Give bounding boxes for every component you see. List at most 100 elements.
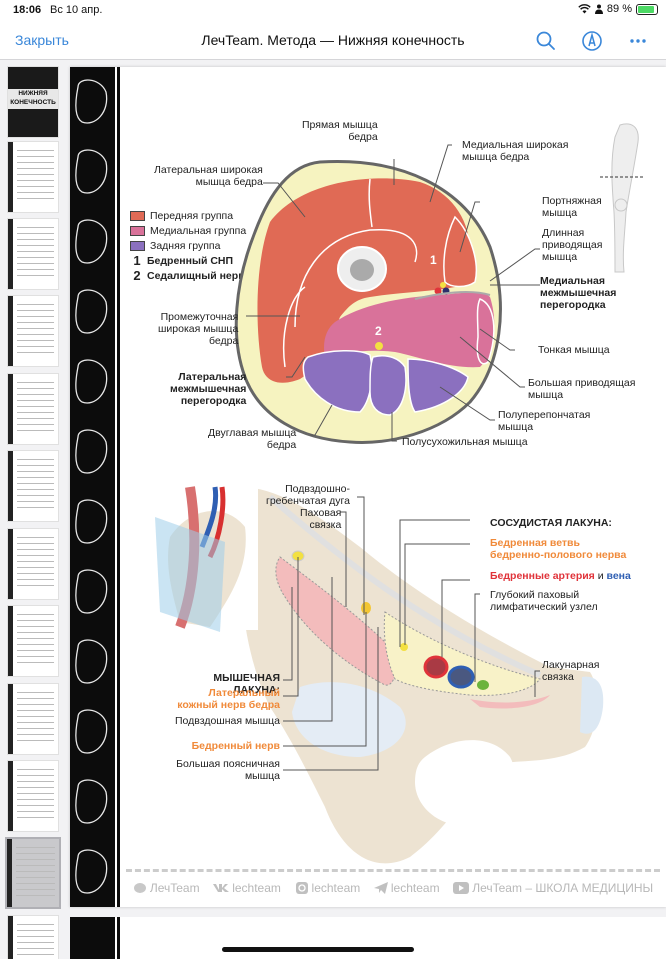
more-icon <box>630 39 646 43</box>
label-femoral-vessels-b: артерия <box>552 570 595 582</box>
thumbnail-text-line <box>17 352 54 353</box>
thumbnail-page-5[interactable] <box>7 373 59 445</box>
legend-swatch <box>130 240 145 251</box>
markup-button[interactable] <box>580 29 604 53</box>
page-thumbnails-sidebar[interactable]: НИЖНЯЯ КОНЕЧНОСТЬ <box>0 61 66 959</box>
more-button[interactable] <box>626 29 650 53</box>
brain-icon <box>133 883 146 893</box>
thumbnail-page-2[interactable] <box>7 141 59 213</box>
inset-pelvis-illustration <box>148 485 258 632</box>
label-vascular-lacuna: СОСУДИСТАЯ ЛАКУНА: <box>490 517 612 529</box>
leader-lines <box>246 144 540 442</box>
thumbnail-page-9[interactable] <box>7 683 59 755</box>
thumbnail-text-line <box>17 346 54 347</box>
pdf-page: Передняя группа Медиальная группа Задняя… <box>70 67 666 907</box>
thumbnail-text-line <box>17 400 54 401</box>
page-footer: ЛечTeam lechteam lechteam lechteam ЛечTe… <box>120 869 666 901</box>
legend-item-1: 1 Бедренный СНП <box>130 253 246 268</box>
thumbnail-text-line <box>17 269 54 270</box>
label-lacunar-ligament: Лакунарная связка <box>542 659 600 683</box>
thumbnail-page-11[interactable] <box>5 837 61 909</box>
document-title: ЛечTeam. Метода — Нижняя конечность <box>201 32 465 48</box>
thumbnail-page-3[interactable] <box>7 218 59 290</box>
thumbnail-text-line <box>17 239 54 240</box>
thumbnail-text-line <box>17 769 54 770</box>
thumbnail-text-line <box>17 954 54 955</box>
footer-item-vk: lechteam <box>213 881 281 895</box>
thumbnail-text-line <box>17 716 54 717</box>
thumbnail-text-line <box>17 304 54 305</box>
thumbnail-text-line <box>17 579 54 580</box>
search-button[interactable] <box>534 29 558 53</box>
femur-marrow <box>350 259 374 281</box>
label-semimembranosus: Полуперепончатая мышца <box>498 409 591 433</box>
pattern-organ-shape <box>75 289 108 334</box>
footer-divider <box>126 869 660 872</box>
footer-item-telegram: lechteam <box>373 881 440 895</box>
pelvis-diagram <box>148 485 604 864</box>
thumbnail-text-line <box>17 150 54 151</box>
thumbnail-text-line <box>16 883 55 884</box>
biceps-femoris <box>302 349 373 413</box>
thumbnail-strip <box>8 529 13 599</box>
pattern-organ-shape <box>75 79 108 124</box>
thumbnail-text-line <box>17 459 54 460</box>
thumbnail-text-line <box>17 180 54 181</box>
battery-icon <box>636 3 658 15</box>
thumbnail-text-line <box>17 489 54 490</box>
thumbnail-page-1[interactable]: НИЖНЯЯ КОНЕЧНОСТЬ <box>7 66 59 138</box>
thumbnail-page-7[interactable] <box>7 528 59 600</box>
status-date: Вс 10 апр. <box>50 4 103 16</box>
footer-text: lechteam <box>311 881 361 895</box>
thumbnail-page-4[interactable] <box>7 295 59 367</box>
thumbnail-text-line <box>17 817 54 818</box>
vk-icon <box>213 884 230 892</box>
thumbnail-text-line <box>17 412 54 413</box>
footer-text: ЛечTeam – ШКОЛА МЕДИЦИНЫ <box>472 881 654 895</box>
thumbnail-text-line <box>17 227 54 228</box>
thumbnail-text-line <box>17 811 54 812</box>
thumbnail-text-line <box>17 650 54 651</box>
person-icon <box>594 4 603 14</box>
decorative-pattern-strip <box>70 917 115 959</box>
femoral-nerve-dot <box>440 282 446 288</box>
thumbnail-text-line <box>17 310 54 311</box>
pattern-organ-shape <box>75 779 108 824</box>
thumbnail-text-line <box>17 793 54 794</box>
home-indicator[interactable] <box>222 947 414 952</box>
thumbnail-text-line <box>17 740 54 741</box>
legend-number: 1 <box>133 253 141 268</box>
label-deep-lymph-node: Глубокий паховый лимфатический узлел <box>490 589 598 613</box>
thumbnail-strip <box>8 142 13 212</box>
medial-group <box>324 292 495 368</box>
thumbnail-text-line <box>16 889 55 890</box>
thumbnail-strip <box>7 839 12 907</box>
thumbnail-text-line <box>17 263 54 264</box>
close-button[interactable]: Закрыть <box>15 32 69 48</box>
legend-label: Бедренный СНП <box>147 254 234 267</box>
thumbnail-text-line <box>17 614 54 615</box>
thumbnail-text-line <box>17 710 54 711</box>
obturator-foramen <box>415 740 514 826</box>
legend-label: Медиальная группа <box>150 224 247 237</box>
label-rectus-femoris: Прямая мышца бедра <box>302 119 378 143</box>
thumbnail-text-line <box>17 168 54 169</box>
thumbnail-text-line <box>17 936 54 937</box>
marker-1: 1 <box>430 253 437 267</box>
thumbnail-text-line <box>17 704 54 705</box>
thumbnail-text-line <box>17 192 54 193</box>
label-semitendinosus: Полусухожильная мышца <box>402 436 528 448</box>
label-femoral-nerve: Бедренный нерв <box>191 740 280 752</box>
youtube-icon <box>453 882 470 894</box>
thumbnail-text-line <box>17 728 54 729</box>
thumbnail-text-line <box>17 942 54 943</box>
thumbnail-page-10[interactable] <box>7 760 59 832</box>
legend-item-posterior: Задняя группа <box>130 238 246 253</box>
thumbnail-strip <box>8 374 13 444</box>
thumbnail-text-line <box>17 418 54 419</box>
thumbnail-page-8[interactable] <box>7 605 59 677</box>
thumbnail-page-6[interactable] <box>7 450 59 522</box>
markup-icon <box>582 31 602 51</box>
gracilis-muscle <box>476 298 495 365</box>
thumbnail-page-12[interactable] <box>7 915 59 959</box>
